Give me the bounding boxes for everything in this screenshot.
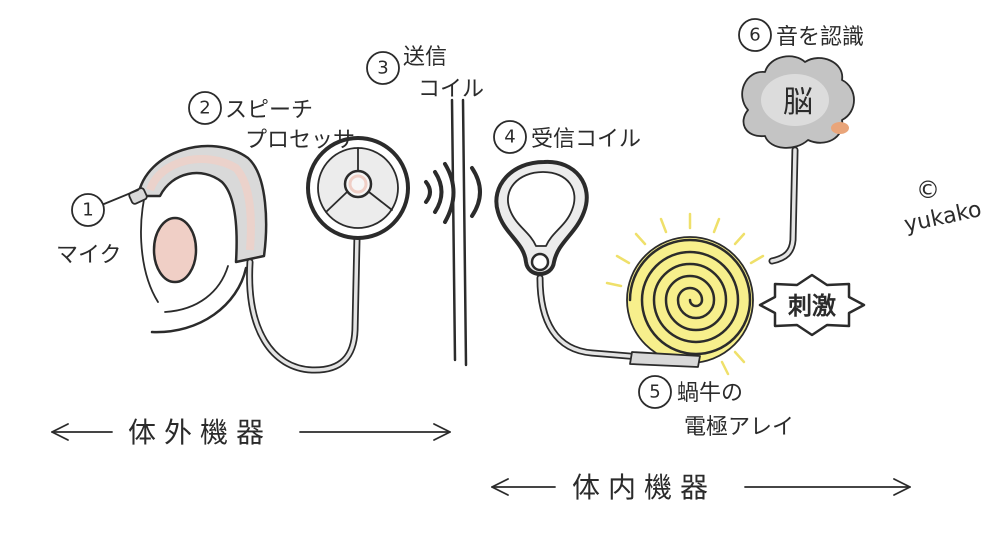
coil-spoke bbox=[368, 191, 393, 211]
receiving-coil-magnet bbox=[530, 252, 550, 272]
stimulation-burst: 刺激 bbox=[758, 273, 866, 337]
label-receiving-coil: 4 受信コイル bbox=[493, 120, 641, 154]
number-badge bbox=[493, 120, 527, 154]
skin-line-inner bbox=[461, 98, 468, 367]
number-badge bbox=[188, 91, 222, 125]
ear-helix-outer bbox=[150, 266, 248, 334]
copyright-symbol: © bbox=[916, 176, 940, 204]
number-badge bbox=[366, 51, 400, 85]
glow-ray bbox=[720, 360, 730, 376]
cochlea-spiral bbox=[628, 238, 752, 356]
credit: © yukako bbox=[902, 176, 984, 238]
speech-processor-body bbox=[136, 144, 268, 264]
glow-rays bbox=[605, 212, 765, 376]
number-badge-text: 1 bbox=[82, 200, 93, 221]
electrode-lead bbox=[536, 274, 644, 361]
coil-spoke bbox=[325, 191, 348, 213]
label-electrode-array: 5 蝸牛の 電極アレイ bbox=[638, 375, 794, 440]
stimulation-label: 刺激 bbox=[788, 292, 836, 320]
stimulation-burst-shape bbox=[758, 273, 866, 337]
number-badge-text: 2 bbox=[199, 98, 210, 119]
wave-arc bbox=[443, 162, 456, 224]
speech-processor-label-line2: プロセッサ bbox=[245, 128, 355, 153]
skin-boundary bbox=[450, 98, 468, 367]
glow-ray bbox=[749, 254, 765, 265]
brain-accent-spot bbox=[831, 122, 849, 134]
number-badge bbox=[638, 375, 672, 409]
transmitting-coil-label-line1: 送信 bbox=[403, 45, 447, 70]
glow-ray bbox=[712, 217, 721, 234]
glow-ray bbox=[605, 281, 623, 288]
external-devices-label: 体外機器 bbox=[128, 416, 272, 449]
auditory-nerve-inner bbox=[770, 148, 797, 263]
number-badge bbox=[71, 193, 105, 227]
speech-processor-shading bbox=[146, 155, 255, 251]
electrode-array-label-line1: 蝸牛の bbox=[677, 381, 743, 406]
ear-concha bbox=[152, 216, 198, 284]
internal-devices-label: 体内機器 bbox=[572, 471, 716, 504]
wave-arc bbox=[470, 166, 482, 218]
internal-devices-range: 体内機器 bbox=[491, 471, 911, 504]
arrow-left-icon bbox=[51, 423, 69, 441]
transmitter-cable-outer bbox=[246, 234, 361, 374]
electrode-lead-outer bbox=[536, 274, 644, 361]
external-devices-range: 体外機器 bbox=[51, 416, 451, 449]
glow-ray bbox=[733, 232, 746, 246]
number-badge-text: 4 bbox=[504, 127, 515, 148]
label-speech-processor: 2 スピーチ プロセッサ bbox=[188, 91, 355, 153]
author-name: yukako bbox=[902, 197, 984, 238]
label-sound-recognition: 6 音を認識 bbox=[738, 18, 864, 52]
glow-ray bbox=[659, 217, 668, 234]
transmitter-cable-inner bbox=[247, 236, 359, 372]
speech-processor-label-line1: スピーチ bbox=[225, 98, 313, 123]
arrow-left-icon bbox=[491, 478, 509, 496]
number-badge-text: 5 bbox=[649, 382, 660, 403]
label-microphone: 1 マイク bbox=[56, 189, 139, 268]
auditory-nerve bbox=[768, 146, 799, 265]
number-badge bbox=[738, 18, 772, 52]
receiving-coil bbox=[494, 159, 589, 276]
electrode-lead-inner bbox=[538, 276, 642, 359]
arrow-right-icon bbox=[433, 423, 451, 441]
signal-waves bbox=[424, 162, 482, 224]
glow-ray bbox=[733, 350, 746, 364]
number-badge-text: 6 bbox=[749, 25, 760, 46]
transmitting-coil-label-line2: コイル bbox=[418, 77, 484, 102]
microphone-label: マイク bbox=[56, 243, 122, 268]
wave-arc bbox=[433, 170, 444, 214]
electrode-array bbox=[629, 351, 701, 368]
ear bbox=[140, 177, 248, 334]
transmitting-coil bbox=[306, 136, 410, 240]
receiving-coil-label: 受信コイル bbox=[531, 127, 641, 152]
transmitting-coil-magnet-tint bbox=[348, 174, 368, 194]
microphone-pointer bbox=[103, 189, 139, 205]
brain-highlight bbox=[761, 74, 829, 126]
glow-ray bbox=[634, 232, 647, 246]
electrode-array-label-line2: 電極アレイ bbox=[684, 415, 794, 440]
brain-label: 脳 bbox=[783, 85, 813, 120]
brain: 脳 bbox=[741, 55, 855, 149]
glow-ray bbox=[615, 254, 631, 265]
speech-processor bbox=[128, 144, 268, 264]
cochlea bbox=[605, 212, 765, 376]
receiving-coil-inner bbox=[507, 171, 576, 247]
label-transmitting-coil: 3 送信 コイル bbox=[366, 45, 484, 102]
wave-arc bbox=[424, 180, 432, 204]
arrow-right-icon bbox=[893, 478, 911, 496]
skin-line-outer bbox=[450, 98, 457, 362]
sound-recognition-label: 音を認識 bbox=[776, 25, 864, 50]
transmitter-cable bbox=[246, 234, 361, 374]
number-badge-text: 3 bbox=[377, 58, 388, 79]
ear-helix-inner bbox=[164, 265, 229, 313]
